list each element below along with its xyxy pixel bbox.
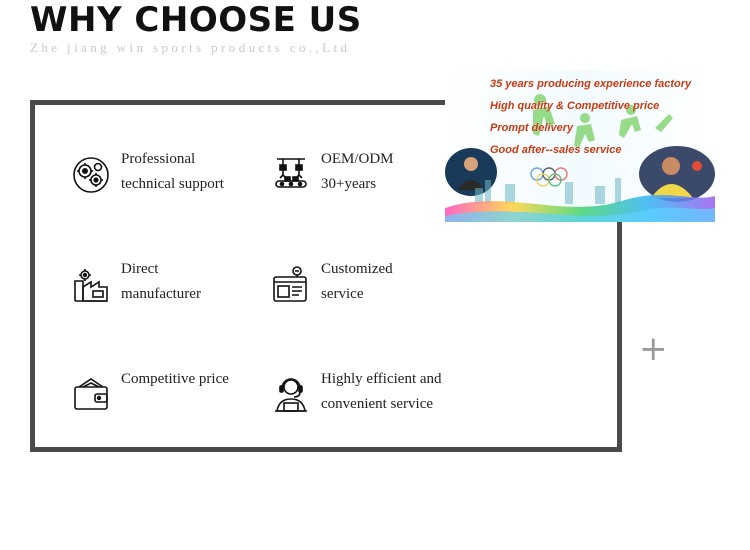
company-subtitle: Zhe jiang win sports products co.,Ltd <box>30 40 351 55</box>
feature-label: Customized service <box>321 261 393 302</box>
banner-line-delivery: Prompt delivery <box>490 122 574 134</box>
customer-service-agent-icon <box>271 375 311 415</box>
feature-technical-support: Professional technical support <box>71 151 271 215</box>
feature-label: Professional technical support <box>121 151 224 192</box>
banner-line-experience: 35 years producing experience factory <box>490 78 692 90</box>
feature-direct-manufacturer: Direct manufacturer <box>71 261 271 325</box>
feature-efficient-service: Highly efficient and convenient service <box>271 371 471 435</box>
feature-label: Highly efficient and convenient service <box>321 371 442 412</box>
feature-customized-service: Customized service <box>271 261 471 325</box>
gears-icon <box>71 155 111 195</box>
promo-banner-image: 35 years producing experience factory Hi… <box>445 70 715 222</box>
wallet-icon <box>71 375 111 415</box>
customized-service-icon <box>271 265 311 305</box>
expand-plus-button[interactable]: + <box>639 329 668 369</box>
banner-line-after-sales: Good after--sales service <box>490 144 622 156</box>
feature-label: Direct manufacturer <box>121 261 201 302</box>
page-title: WHY CHOOSE US <box>30 0 362 40</box>
factory-robot-arm-icon <box>271 155 311 195</box>
banner-line-quality: High quality & Competitive price <box>490 100 660 112</box>
feature-label: OEM/ODM 30+years <box>321 151 394 192</box>
feature-competitive-price: Competitive price <box>71 371 271 435</box>
feature-oem-odm: OEM/ODM 30+years <box>271 151 471 215</box>
manufacturer-factory-icon <box>71 265 111 305</box>
feature-label: Competitive price <box>121 371 229 387</box>
